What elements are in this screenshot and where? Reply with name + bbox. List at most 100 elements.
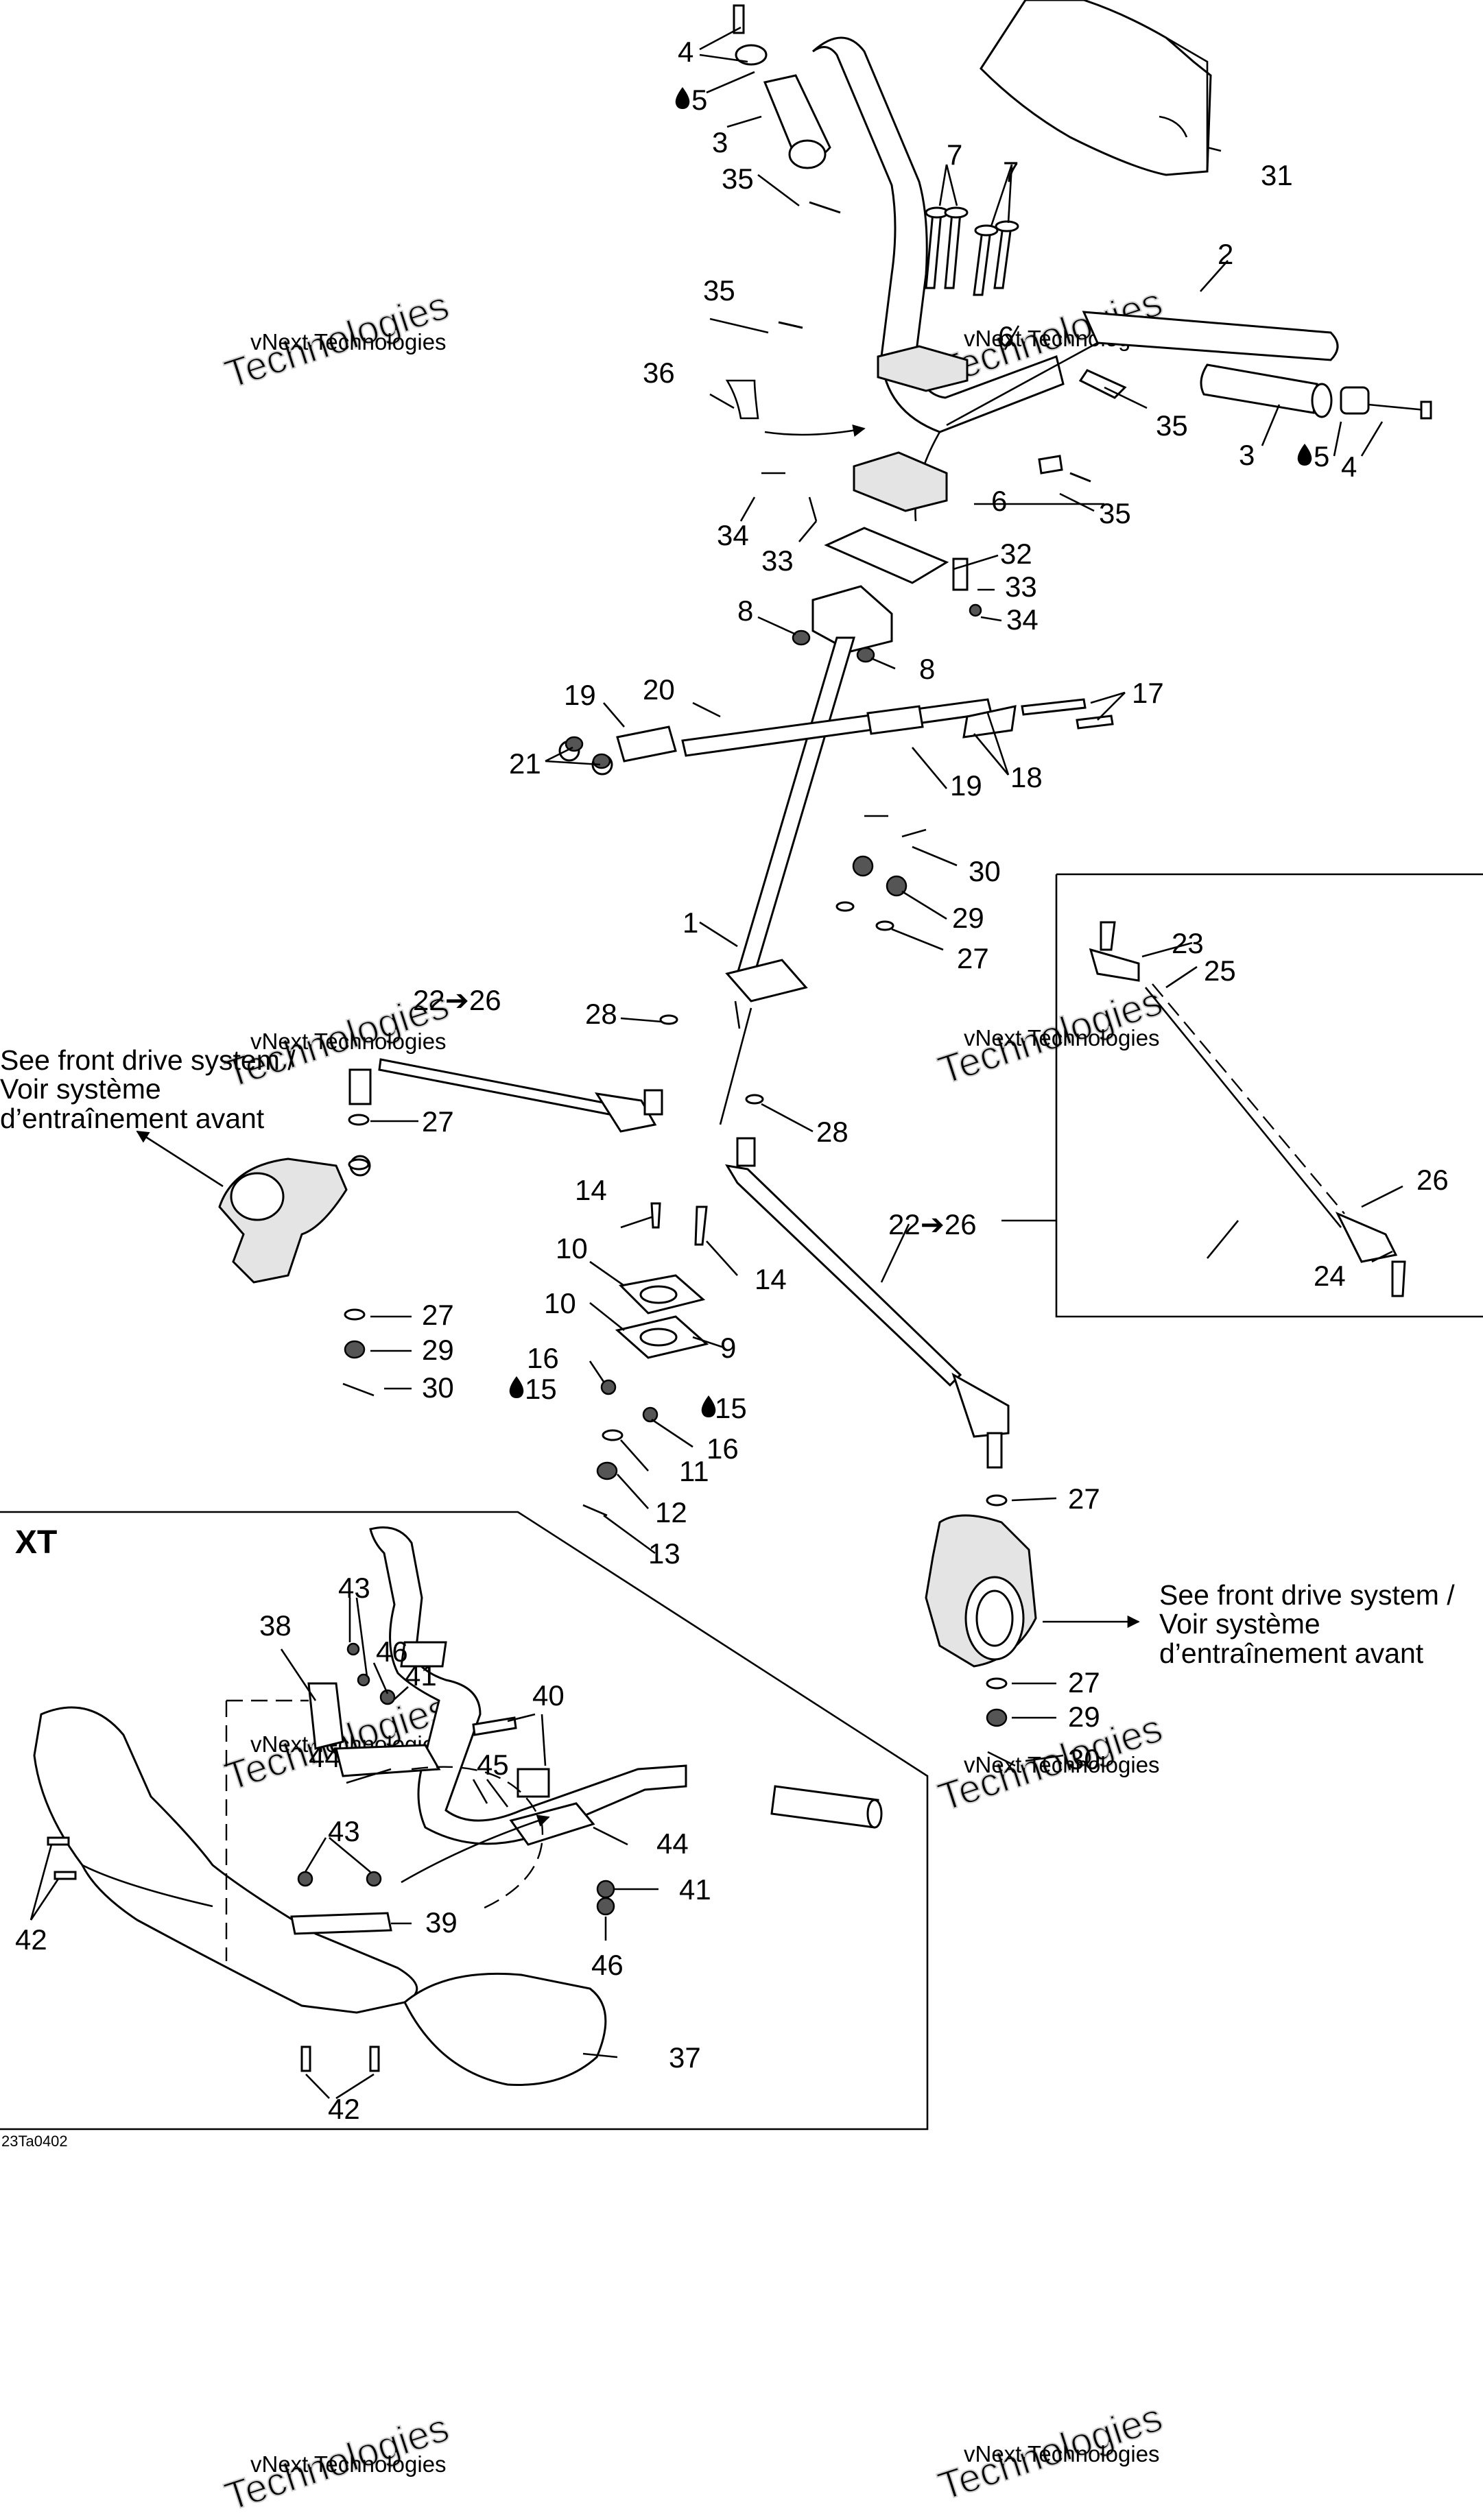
handlebar-clamp-upper: [877, 345, 969, 392]
callout-29: 29: [1068, 1701, 1100, 1733]
callout-26: 26: [1416, 1164, 1449, 1196]
callout-13: 13: [648, 1537, 680, 1570]
callout-27: 27: [422, 1299, 454, 1331]
tie-rod-support: [558, 698, 993, 776]
riser-plate: [811, 527, 969, 653]
grip-left: [733, 4, 831, 169]
clamp-bolts: [925, 206, 1019, 296]
inset-title: XT: [15, 1524, 57, 1561]
watermark: Technologies vNext Technologies: [932, 1705, 1168, 1821]
callout-33: 33: [1005, 571, 1037, 603]
oil-drop-icon: [509, 1376, 524, 1398]
callout-35: 35: [1099, 497, 1131, 529]
callout-17: 17: [1132, 677, 1164, 709]
handguard-shield: [980, 0, 1212, 176]
svg-text:Voir système: Voir système: [0, 1073, 161, 1105]
callout-10: 10: [556, 1232, 588, 1264]
watermark: Technologies vNext Technologies: [219, 2405, 455, 2520]
callout-25: 25: [1204, 955, 1236, 987]
callout-35: 35: [1156, 409, 1188, 442]
callout-5: 5: [691, 84, 707, 116]
watermark: Technologies vNext Technologies: [932, 979, 1168, 1094]
callout-31: 31: [1261, 159, 1293, 191]
callout-1: 1: [683, 907, 698, 939]
callout-12: 12: [655, 1496, 687, 1528]
callout-15: 15: [715, 1392, 747, 1424]
callout-23: 23: [1172, 927, 1204, 959]
callout-18: 18: [1010, 761, 1043, 793]
callout-29: 29: [952, 902, 984, 934]
svg-text:vNext Technologies: vNext Technologies: [964, 1025, 1160, 1051]
callout-45: 45: [477, 1749, 509, 1781]
callout-8: 8: [919, 653, 935, 685]
callout-40: 40: [532, 1679, 565, 1712]
link-bolts: [962, 698, 1114, 739]
callout-3: 3: [712, 126, 728, 158]
callout-30: 30: [1068, 1743, 1100, 1775]
knuckle-right: [925, 1514, 1037, 1668]
callout-27: 27: [422, 1105, 454, 1138]
callout-24: 24: [1314, 1260, 1346, 1292]
note-left: See front drive system / Voir système d’…: [0, 1044, 296, 1134]
steering-column: [719, 636, 856, 1125]
callout-22-26: 22➔26: [888, 1208, 977, 1240]
callout-27: 27: [1068, 1666, 1100, 1699]
xt-inset-frame: [0, 1511, 929, 2131]
callout-6: 6: [998, 320, 1014, 352]
watermark: Technologies vNext Technologies: [932, 2395, 1168, 2510]
knuckle-left: [218, 1155, 371, 1284]
callout-7: 7: [947, 139, 962, 171]
svg-text:Voir système: Voir système: [1159, 1608, 1320, 1640]
callout-44: 44: [656, 1827, 689, 1860]
callout-44: 44: [309, 1741, 341, 1773]
callout-41: 41: [405, 1659, 437, 1692]
callout-9: 9: [720, 1332, 736, 1364]
xt-handlebar: [369, 1526, 883, 1845]
oil-drop-icon: [1297, 444, 1312, 466]
callout-36: 36: [643, 357, 675, 389]
figure-code: 23Ta0402: [1, 2133, 68, 2150]
callout-43: 43: [328, 1815, 360, 1847]
oil-drop-icon: [675, 87, 690, 109]
tie-rod-left: [348, 1058, 663, 1133]
callout-6: 6: [991, 485, 1007, 517]
hardware: [342, 201, 1127, 1767]
callout-19: 19: [950, 769, 982, 802]
callout-15: 15: [525, 1373, 557, 1405]
callout-46: 46: [376, 1635, 408, 1668]
callout-28: 28: [816, 1116, 849, 1148]
callout-10: 10: [544, 1287, 576, 1319]
callout-30: 30: [422, 1371, 454, 1404]
svg-text:See front drive system /: See front drive system /: [0, 1044, 296, 1076]
callout-20: 20: [643, 673, 675, 706]
note-right: See front drive system / Voir système d’…: [1159, 1579, 1455, 1669]
svg-text:vNext Technologies: vNext Technologies: [964, 2441, 1160, 2467]
svg-text:vNext Technologies: vNext Technologies: [250, 1029, 447, 1054]
callout-27: 27: [1068, 1483, 1100, 1515]
callout-28: 28: [585, 998, 617, 1030]
callout-21: 21: [509, 747, 541, 780]
svg-text:See front drive system /: See front drive system /: [1159, 1579, 1455, 1611]
callout-4: 4: [678, 36, 693, 68]
svg-text:d’entraînement avant: d’entraînement avant: [1159, 1637, 1424, 1669]
callout-3: 3: [1239, 439, 1255, 471]
handlebar-clamp-lower: [853, 451, 948, 512]
callout-14: 14: [755, 1263, 787, 1295]
callout-41: 41: [679, 1873, 711, 1906]
callout-19: 19: [564, 679, 596, 711]
callout-34: 34: [717, 519, 749, 551]
tie-rod-detail: [1089, 921, 1406, 1297]
callout-42: 42: [328, 2093, 360, 2125]
callout-30: 30: [969, 855, 1001, 887]
callout-2: 2: [1218, 238, 1233, 270]
callout-27: 27: [957, 942, 989, 974]
callout-7: 7: [1003, 156, 1019, 188]
oil-drop-icon: [701, 1395, 716, 1417]
svg-text:vNext Technologies: vNext Technologies: [250, 2451, 447, 2477]
callout-34: 34: [1006, 603, 1039, 636]
xt-brackets: [47, 1642, 615, 2072]
callout-35: 35: [722, 163, 754, 195]
callout-35: 35: [703, 274, 735, 307]
leader-lines: [29, 26, 1403, 2100]
